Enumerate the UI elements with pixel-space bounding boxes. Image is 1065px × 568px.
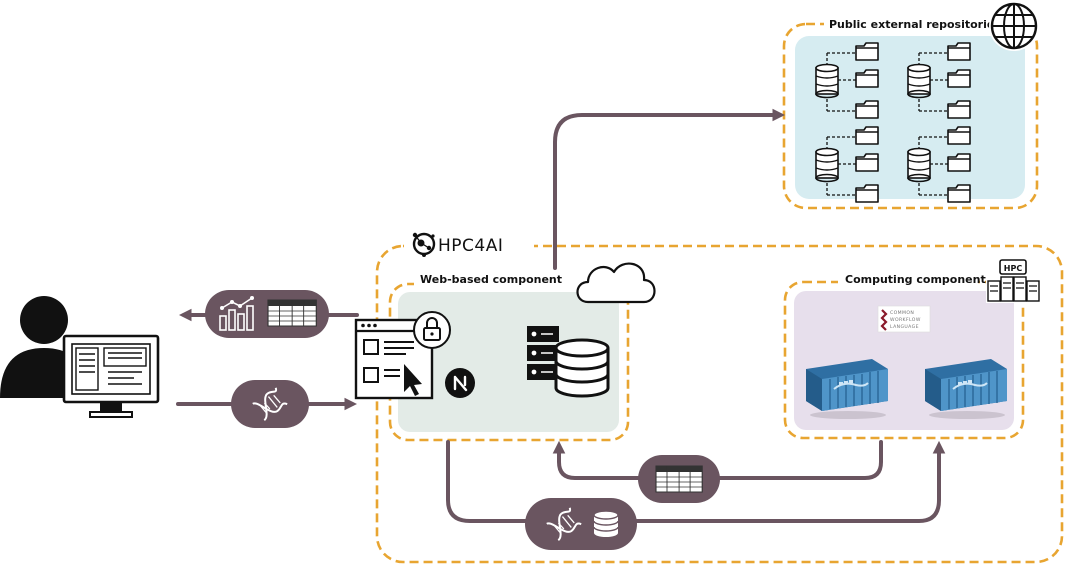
table-icon (267, 299, 317, 327)
compute-results-pill (638, 455, 720, 503)
results-pill (205, 290, 329, 338)
repositories-label: Public external repositories (829, 18, 1001, 31)
server-icon (527, 326, 559, 380)
web-component-panel (398, 292, 619, 432)
cwl-text-line3: LANGUAGE (890, 324, 919, 330)
cwl-text-line2: WORKFLOW (890, 317, 921, 323)
hpc-cluster-icon: HPC (986, 251, 1040, 303)
computing-component-group: Computing component HPC COMMON WORKFLOW … (783, 251, 1040, 440)
repositories-label-bg (824, 16, 984, 32)
database-icon (554, 338, 610, 398)
workflow-input-pill (525, 498, 637, 550)
arrow-to-repositories (553, 108, 786, 270)
computing-component-label: Computing component (845, 273, 986, 286)
web-component-group: Web-based component (354, 262, 656, 442)
hpc4ai-dashed-border (375, 244, 1064, 564)
database-icon (593, 510, 619, 537)
cloud-icon (576, 262, 656, 304)
cwl-logo-icon: COMMON WORKFLOW LANGUAGE (877, 305, 931, 333)
cwl-text-line1: COMMON (890, 310, 914, 316)
arrow-compute-to-web (552, 440, 883, 480)
table-icon (655, 465, 703, 493)
lock-icon (413, 311, 451, 349)
arrow-web-to-compute (446, 440, 946, 523)
input-pill (231, 380, 309, 428)
hpc4ai-logo-icon (412, 232, 436, 257)
nextjs-logo-icon (445, 368, 475, 398)
globe-icon (989, 1, 1039, 51)
hpc4ai-logo-text: HPC4AI (438, 236, 503, 256)
desktop-monitor-icon (62, 334, 160, 418)
hpc-badge-text: HPC (1004, 264, 1023, 273)
web-component-label: Web-based component (420, 273, 562, 286)
public-repositories-group: Public external repositories (782, 1, 1039, 210)
line-bar-chart-icon (219, 296, 254, 331)
hpc4ai-group: HPC4AI (375, 230, 1064, 564)
